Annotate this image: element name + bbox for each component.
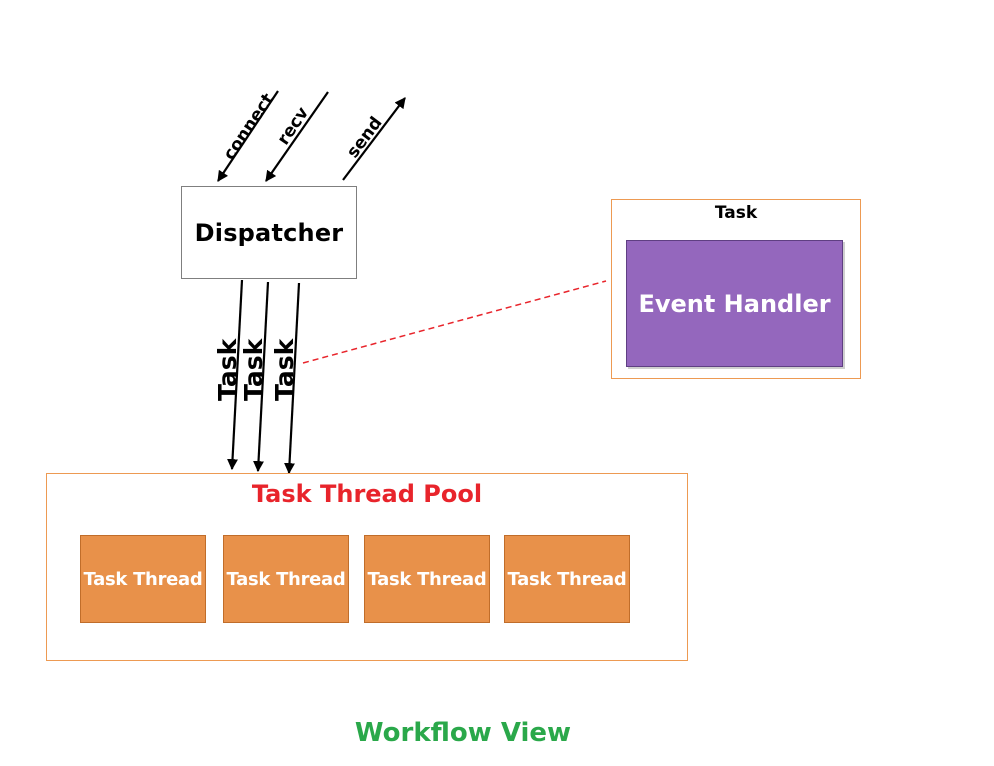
pool-title: Task Thread Pool xyxy=(251,480,483,508)
task-thread-label: Task Thread xyxy=(226,568,346,590)
recv-arrow xyxy=(265,91,329,182)
task-panel-title: Task xyxy=(714,203,758,223)
task-thread-3: Task Thread xyxy=(364,535,490,623)
task-arrow-2 xyxy=(253,281,270,473)
task-arrow-1 xyxy=(227,279,244,471)
task-thread-4: Task Thread xyxy=(504,535,630,623)
task-arrow-3 xyxy=(284,282,301,475)
task-thread-2: Task Thread xyxy=(223,535,349,623)
dispatcher-box: Dispatcher xyxy=(181,186,357,279)
task-thread-1: Task Thread xyxy=(80,535,206,623)
send-arrow xyxy=(342,97,406,181)
send-label: send xyxy=(343,113,387,162)
connect-label: connect xyxy=(220,90,279,164)
task-detail-link xyxy=(302,280,607,364)
dispatcher-label: Dispatcher xyxy=(194,218,344,247)
event-handler-label: Event Handler xyxy=(638,289,831,318)
task-thread-label: Task Thread xyxy=(507,568,627,590)
workflow-view-caption: Workflow View xyxy=(354,718,572,748)
task-arrow-label-2: Task xyxy=(239,337,268,401)
event-handler-box: Event Handler xyxy=(626,240,843,367)
recv-label: recv xyxy=(274,104,314,149)
task-thread-label: Task Thread xyxy=(367,568,487,590)
task-thread-label: Task Thread xyxy=(83,568,203,590)
task-arrow-label-3: Task xyxy=(270,337,299,401)
connect-arrow xyxy=(217,90,279,182)
task-arrow-label-1: Task xyxy=(213,337,242,401)
